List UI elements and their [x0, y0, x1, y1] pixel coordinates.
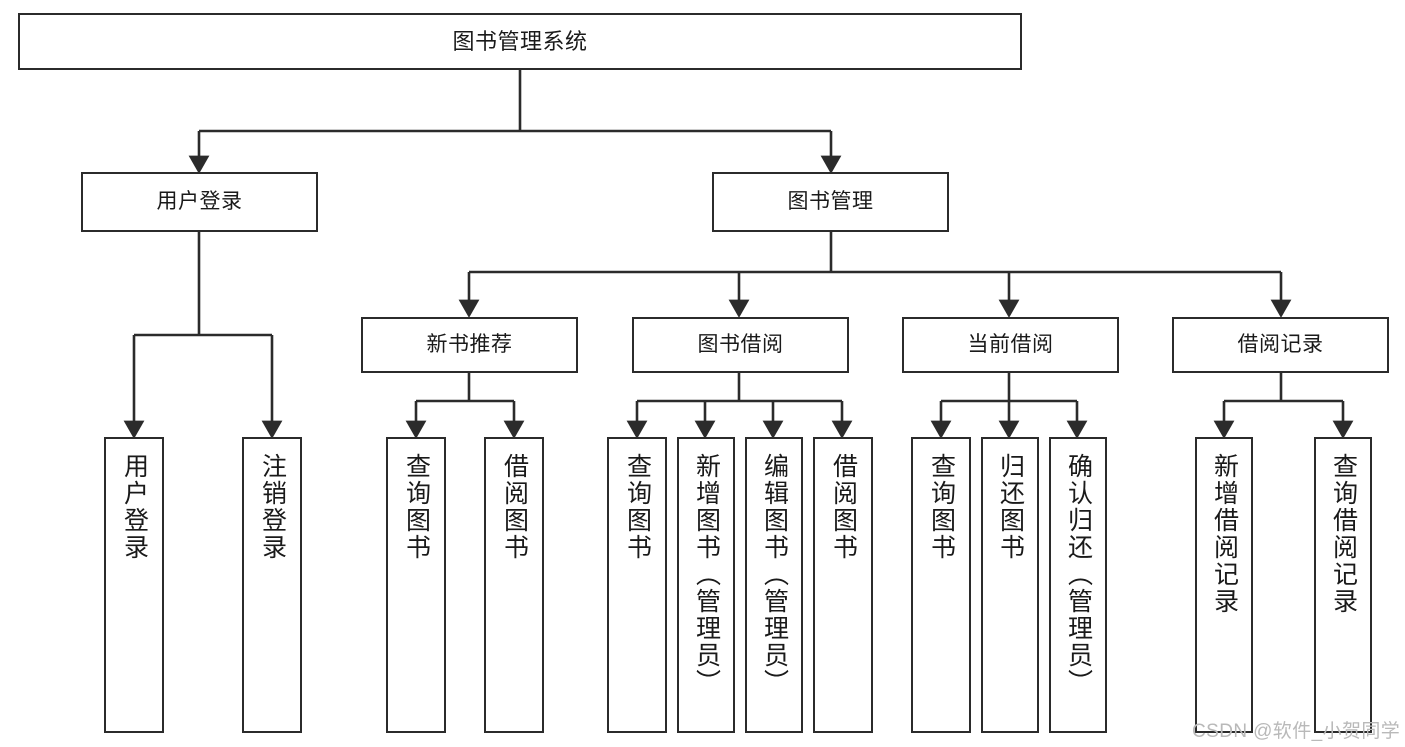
leaf-confirm-return-admin[interactable]: 确认归还（管理员）	[1049, 437, 1107, 733]
node-label: 用户登录	[156, 189, 243, 213]
leaf-borrow-book-1[interactable]: 借阅图书	[484, 437, 544, 733]
node-label: 新增借阅记录	[1210, 453, 1239, 615]
leaf-borrow-book-2[interactable]: 借阅图书	[813, 437, 873, 733]
leaf-query-borrow-record[interactable]: 查询借阅记录	[1314, 437, 1372, 733]
leaf-return-book[interactable]: 归还图书	[981, 437, 1039, 733]
node-label: 当前借阅	[967, 332, 1054, 356]
node-label: 新书推荐	[426, 332, 513, 356]
node-label: 借阅图书	[500, 453, 529, 561]
leaf-edit-book-admin[interactable]: 编辑图书（管理员）	[745, 437, 803, 733]
leaf-query-book-2[interactable]: 查询图书	[607, 437, 667, 733]
leaf-add-book-admin[interactable]: 新增图书（管理员）	[677, 437, 735, 733]
leaf-add-borrow-record[interactable]: 新增借阅记录	[1195, 437, 1253, 733]
node-new-book-recommend[interactable]: 新书推荐	[361, 317, 578, 373]
node-user-login[interactable]: 用户登录	[81, 172, 318, 232]
csdn-watermark: CSDN @软件_小贺同学	[1192, 721, 1401, 742]
node-label: 确认归还（管理员）	[1064, 453, 1093, 696]
node-label: 查询借阅记录	[1329, 453, 1358, 615]
node-label: 图书借阅	[697, 332, 784, 356]
node-label: 图书管理系统	[452, 28, 588, 54]
node-label: 查询图书	[402, 453, 431, 561]
leaf-query-book-1[interactable]: 查询图书	[386, 437, 446, 733]
node-label: 用户登录	[120, 453, 149, 561]
node-borrow-record[interactable]: 借阅记录	[1172, 317, 1389, 373]
node-book-borrow[interactable]: 图书借阅	[632, 317, 849, 373]
node-label: 借阅记录	[1237, 332, 1324, 356]
leaf-logout-login[interactable]: 注销登录	[242, 437, 302, 733]
node-label: 查询图书	[927, 453, 956, 561]
node-current-borrow[interactable]: 当前借阅	[902, 317, 1119, 373]
leaf-query-book-3[interactable]: 查询图书	[911, 437, 971, 733]
node-book-management[interactable]: 图书管理	[712, 172, 949, 232]
node-label: 图书管理	[787, 189, 874, 213]
node-root-system[interactable]: 图书管理系统	[18, 13, 1022, 70]
node-label: 注销登录	[258, 453, 287, 561]
node-label: 查询图书	[623, 453, 652, 561]
node-label: 编辑图书（管理员）	[760, 453, 789, 696]
leaf-user-login[interactable]: 用户登录	[104, 437, 164, 733]
node-label: 借阅图书	[829, 453, 858, 561]
node-label: 归还图书	[996, 453, 1025, 561]
node-label: 新增图书（管理员）	[692, 453, 721, 696]
